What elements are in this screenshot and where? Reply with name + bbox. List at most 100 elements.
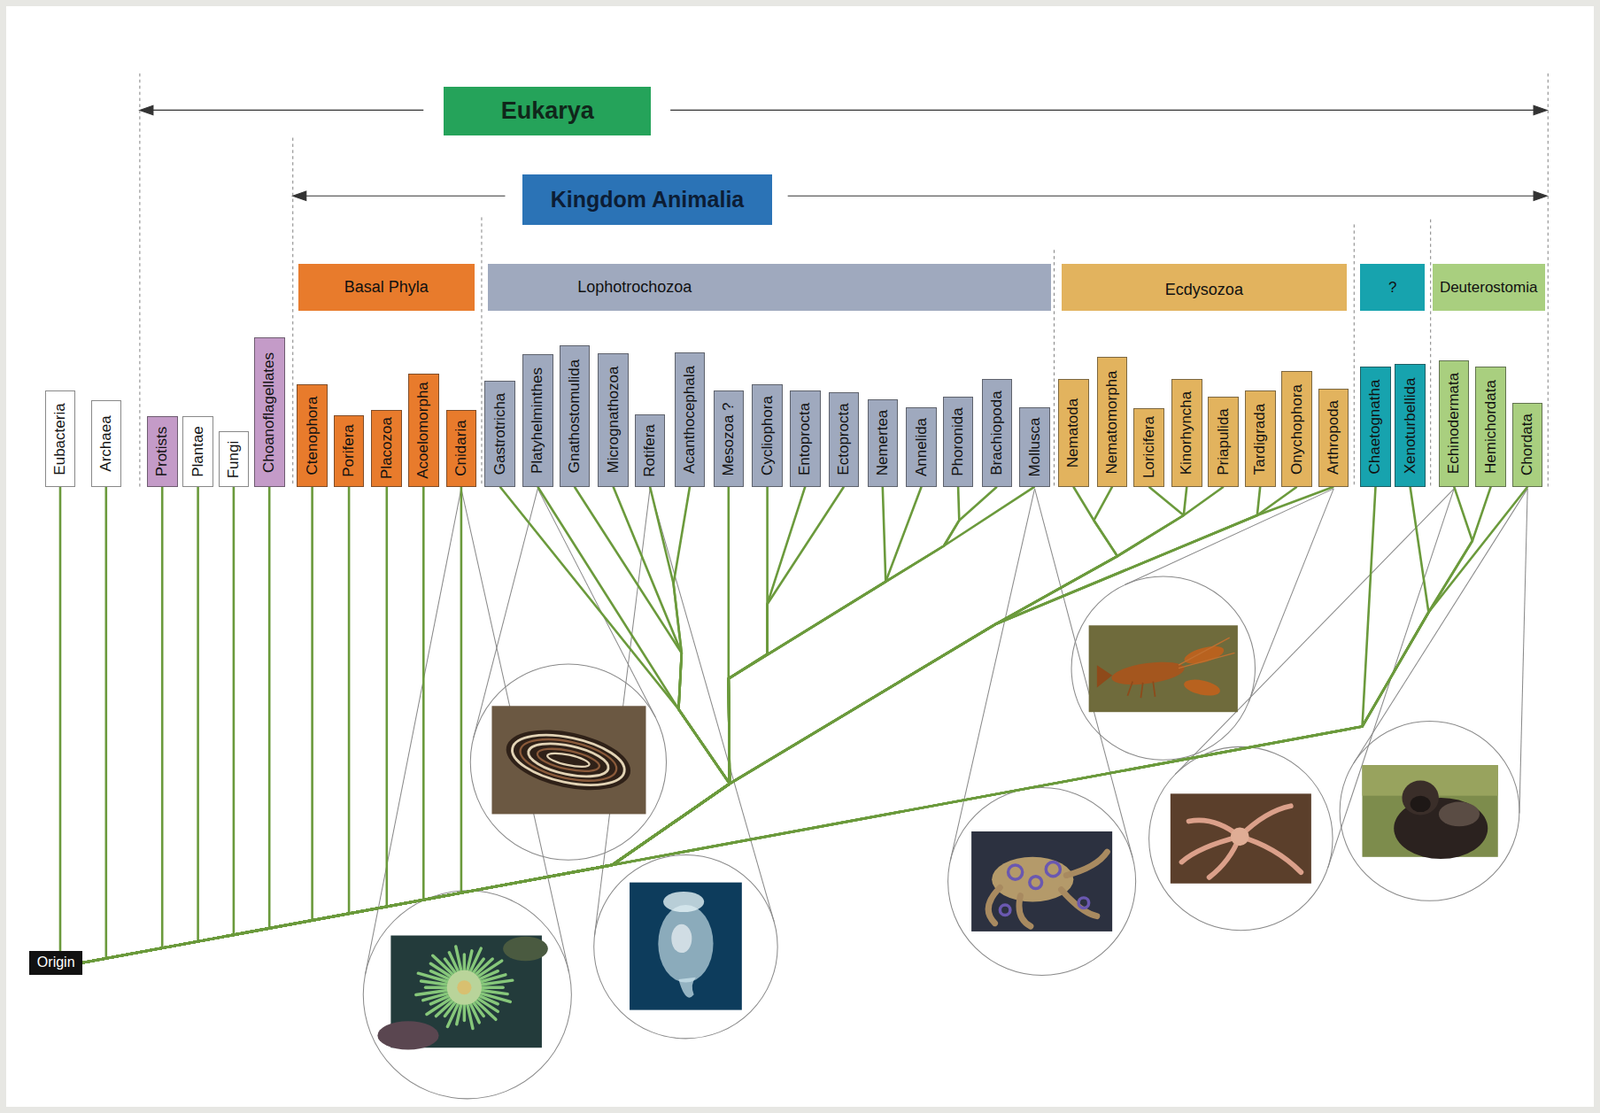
anemone-photo: [416, 946, 513, 1029]
brittle-star-photo: [1170, 793, 1312, 883]
callout-circle: [363, 890, 572, 1099]
lobster-photo: [1089, 625, 1238, 712]
gorilla-photo: [1438, 802, 1480, 828]
octopus-photo: [1078, 897, 1090, 909]
taxon-label: Annelida: [912, 417, 930, 477]
dashed-divider: [139, 73, 140, 487]
anemone-photo: [466, 1001, 473, 1029]
tree-branch: [82, 486, 1528, 964]
dashed-divider: [1429, 219, 1431, 487]
taxon-label: Micrognathozoa: [604, 366, 622, 474]
tree-branch: [82, 486, 1224, 964]
taxon-label: Nematoda: [1065, 397, 1083, 467]
taxon-label: Tardigrada: [1252, 402, 1269, 474]
rotifer-photo: [629, 882, 743, 1011]
taxon-box: Plantae: [182, 416, 214, 487]
taxon-box: Phoronida: [942, 396, 974, 487]
taxon-box: Mesozoa ?: [713, 390, 745, 487]
taxon-box: Ctenophora: [296, 384, 328, 487]
tree-branch: [82, 486, 349, 964]
lobster-photo: [1182, 642, 1227, 668]
callout-leader: [950, 488, 1035, 861]
taxon-label: Eubacteria: [52, 402, 70, 475]
taxon-box: Cycliophora: [751, 384, 783, 487]
taxon-label: Ectoprocta: [835, 402, 853, 475]
flatworm-photo: [508, 726, 630, 794]
taxon-box: Protists: [146, 416, 178, 487]
taxon-box: Cnidaria: [446, 409, 478, 487]
taxon-label: Nematomorpha: [1104, 370, 1121, 474]
tree-branch: [82, 486, 1184, 964]
taxon-label: Hemichordata: [1482, 379, 1500, 474]
taxon-label: Acanthocephala: [681, 365, 699, 474]
tree-branch: [82, 486, 107, 964]
lobster-photo: [1178, 637, 1235, 669]
taxon-label: Ctenophora: [303, 396, 321, 476]
taxon-label: Nemertea: [873, 409, 891, 477]
taxon-box: Choanoflagellates: [254, 337, 286, 487]
callout-circle: [1339, 721, 1520, 902]
tree-branch: [82, 486, 1491, 964]
group-band: Ecdysozoa: [1061, 263, 1348, 311]
dashed-divider: [1053, 249, 1055, 487]
taxon-box: Chordata: [1512, 402, 1544, 487]
taxon-label: Platyhelminthes: [529, 367, 547, 474]
taxon-box: Entoprocta: [789, 390, 821, 487]
taxon-label: Loricifera: [1140, 416, 1158, 479]
lobster-photo: [1127, 681, 1155, 698]
taxon-label: Archaea: [98, 415, 116, 472]
group-band: Eukarya: [443, 86, 651, 136]
taxon-box: Nematomorpha: [1097, 356, 1129, 487]
tree-branch: [82, 486, 886, 964]
group-band: ?: [1360, 263, 1425, 311]
lobster-photo: [1089, 625, 1238, 712]
callout-leader: [473, 488, 539, 738]
callout-leader: [364, 488, 1528, 975]
range-arrow: [139, 105, 154, 115]
page-panel: [6, 6, 1594, 1107]
tree-branch: [82, 486, 1429, 964]
tree-branch: [82, 486, 730, 964]
taxon-box: Placozoa: [371, 409, 402, 487]
taxon-label: Chordata: [1519, 413, 1537, 476]
callout-circle: [470, 664, 666, 860]
callout-leader: [1124, 488, 1334, 586]
taxon-box: Loricifera: [1133, 408, 1165, 487]
taxon-label: Entoprocta: [796, 401, 814, 475]
tree-branch: [82, 486, 1035, 964]
anemone-photo: [478, 980, 513, 985]
tree-branch: [82, 486, 198, 964]
range-arrow: [1533, 191, 1547, 201]
octopus-photo: [971, 831, 1113, 932]
tree-branch: [82, 486, 730, 964]
taxon-label: Kinorhyncha: [1178, 390, 1196, 475]
origin-box: Origin: [29, 950, 83, 975]
group-band: Kingdom Animalia: [522, 174, 773, 225]
callout-leader: [1248, 488, 1334, 703]
callout-circle: [594, 855, 778, 1039]
taxon-box: Platyhelminthes: [522, 354, 554, 487]
taxon-label: Mesozoa ?: [719, 401, 737, 476]
tree-branch: [82, 486, 234, 964]
dashed-divider: [1547, 73, 1549, 487]
taxon-box: Acoelomorpha: [408, 373, 440, 487]
taxon-label: Chaetognatha: [1367, 378, 1384, 474]
callout-circle: [363, 576, 1520, 1099]
taxon-box: Echinodermata: [1438, 360, 1470, 487]
tree-branch: [82, 486, 1376, 964]
anemone-photo: [456, 980, 472, 995]
taxon-box: Tardigrada: [1244, 390, 1276, 487]
flatworm-photo: [491, 705, 646, 814]
taxon-box: Gastrotricha: [484, 380, 516, 487]
taxon-box: Priapulida: [1207, 396, 1239, 487]
flatworm-photo: [516, 732, 620, 789]
brittle-star-photo: [1230, 827, 1250, 846]
taxon-label: Fungi: [225, 440, 243, 479]
rotifer-photo: [663, 891, 704, 913]
gorilla-photo: [1401, 780, 1438, 815]
taxon-box: Archaea: [91, 400, 123, 487]
taxon-label: Mollusca: [1026, 417, 1044, 477]
octopus-photo: [1029, 876, 1043, 889]
